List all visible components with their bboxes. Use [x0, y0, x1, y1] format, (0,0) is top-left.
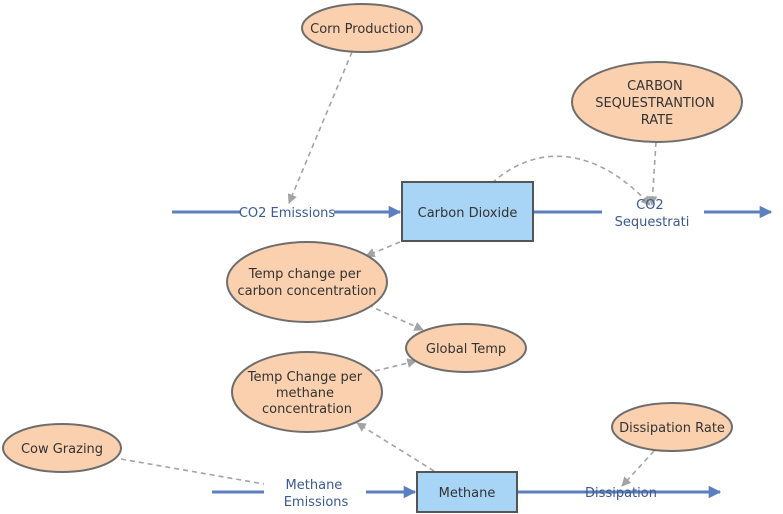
link-co2-to-sequestration — [491, 155, 651, 206]
aux-sequestration-rate-line-1: CARBON — [627, 79, 683, 94]
link-co2-to-temp-change-carbon — [365, 241, 401, 258]
svg-text:Temp Change per methane: Temp Change per methane concentration — [247, 370, 366, 417]
aux-temp-change-methane-line-2: methane — [276, 386, 334, 401]
flow-co2-emissions[interactable]: CO2 Emissions — [239, 206, 336, 221]
aux-global-temp[interactable]: Global Temp — [405, 323, 527, 373]
aux-temp-change-methane[interactable]: Temp Change per methane concentration — [231, 351, 383, 433]
aux-carbon-sequestration-rate[interactable]: CARBON SEQUESTRANTION RATE — [571, 61, 743, 143]
flow-dissipation-label: Dissipation — [585, 486, 657, 501]
flow-methane-emissions-line-2: Emissions — [284, 495, 349, 510]
link-corn-to-co2-emissions — [287, 51, 353, 204]
aux-cow-grazing[interactable]: Cow Grazing — [2, 423, 122, 473]
stock-carbon-dioxide[interactable]: Carbon Dioxide — [401, 181, 534, 242]
svg-text:CO2 Emissions: CO2 Emissions — [239, 206, 336, 221]
link-temp-carbon-to-global-temp — [367, 304, 424, 331]
flow-co2-sequestration-line-2: Sequestrati — [615, 215, 690, 230]
link-rate-to-sequestration — [647, 141, 658, 206]
aux-global-temp-label: Global Temp — [426, 342, 506, 357]
svg-text:Carbon Dioxide: Carbon Dioxide — [418, 206, 518, 221]
aux-temp-change-methane-line-1: Temp Change per — [247, 370, 363, 385]
svg-text:Global Temp: Global Temp — [426, 342, 506, 357]
stock-carbon-dioxide-label: Carbon Dioxide — [418, 206, 518, 221]
link-methane-to-temp-methane — [356, 422, 435, 472]
aux-temp-change-carbon-line-1: Temp change per — [248, 267, 362, 282]
link-dissipation-rate-to-dissipation — [621, 450, 655, 487]
stock-methane[interactable]: Methane — [416, 471, 518, 513]
aux-cow-grazing-label: Cow Grazing — [21, 442, 103, 457]
stock-methane-label: Methane — [439, 486, 496, 501]
aux-temp-change-methane-line-3: concentration — [262, 402, 352, 417]
svg-text:CARBON SEQUESTRANTION: CARBON SEQUESTRANTION RATE — [595, 79, 719, 128]
flow-co2-sequestration[interactable]: CO2 Sequestrati — [615, 198, 690, 230]
aux-dissipation-rate-label: Dissipation Rate — [619, 421, 725, 436]
svg-text:CO2 Sequestrati: CO2 Sequestrati — [615, 198, 690, 230]
flow-methane-emissions-line-1: Methane — [286, 478, 343, 493]
aux-dissipation-rate[interactable]: Dissipation Rate — [611, 402, 733, 452]
aux-corn-production-label: Corn Production — [310, 22, 414, 37]
svg-text:Temp change per carbon c: Temp change per carbon concentration — [237, 267, 376, 299]
svg-text:Dissipation: Dissipation — [585, 486, 657, 501]
aux-corn-production[interactable]: Corn Production — [301, 3, 423, 53]
flow-methane-emissions[interactable]: Methane Emissions — [284, 478, 349, 510]
link-cow-grazing-to-methane-emissions — [120, 458, 265, 485]
aux-temp-change-carbon-line-2: carbon concentration — [237, 284, 376, 299]
svg-text:Dissipation Rate: Dissipation Rate — [619, 421, 725, 436]
flow-co2-emissions-label: CO2 Emissions — [239, 206, 336, 221]
flow-dissipation[interactable]: Dissipation — [585, 486, 657, 501]
svg-text:Cow Grazing: Cow Grazing — [21, 442, 103, 457]
svg-text:Methane: Methane — [439, 486, 496, 501]
aux-sequestration-rate-line-3: RATE — [641, 113, 674, 128]
svg-text:Methane Emissions: Methane Emissions — [284, 478, 349, 510]
flow-co2-sequestration-line-1: CO2 — [636, 198, 664, 213]
link-temp-methane-to-global-temp — [374, 358, 417, 372]
aux-temp-change-carbon[interactable]: Temp change per carbon concentration — [226, 241, 388, 323]
aux-sequestration-rate-line-2: SEQUESTRANTION — [595, 96, 714, 111]
flow-pipes — [172, 205, 773, 499]
svg-text:Corn Production: Corn Production — [310, 22, 414, 37]
influence-links — [120, 51, 658, 487]
